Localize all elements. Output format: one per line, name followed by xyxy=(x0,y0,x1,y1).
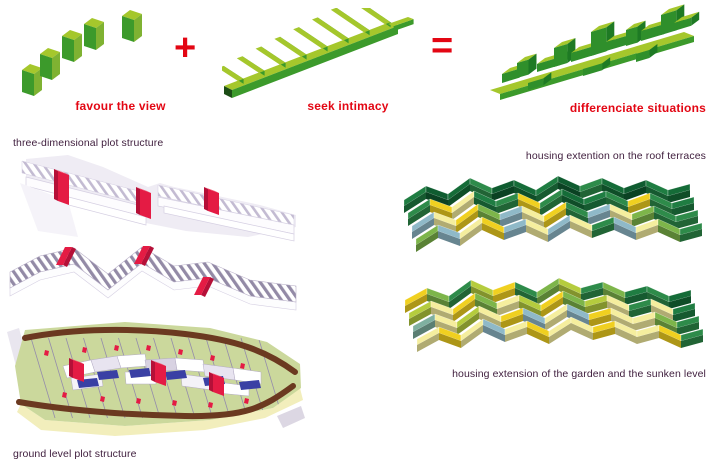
roof-terraces-label: housing extention on the roof terraces xyxy=(525,150,706,162)
yellow-fringe xyxy=(17,388,303,436)
path-strip-right xyxy=(277,406,305,428)
ground-level-plot-structure-label: ground level plot structure xyxy=(13,448,137,460)
differentiate-situations-diagram xyxy=(490,4,700,100)
buildings-and-markers xyxy=(44,345,262,408)
seek-intimacy-label: seek intimacy xyxy=(307,99,389,113)
lower-mass xyxy=(20,183,78,237)
plus-icon: + xyxy=(174,27,197,69)
road-lower xyxy=(16,383,296,420)
garden-sunken-level-label: housing extension of the garden and the … xyxy=(452,368,706,380)
garden-sunken-level-diagram xyxy=(404,277,704,352)
three-dimensional-plot-structure-diagram xyxy=(20,155,296,242)
red-cores xyxy=(56,246,214,297)
roof-terraces-diagram xyxy=(403,175,703,252)
terrace-band xyxy=(163,205,295,242)
ground-level-plot-structure-diagram xyxy=(7,322,305,436)
differentiate-situations-label: differenciate situations xyxy=(569,101,706,115)
roof-plan-axonometric-diagram xyxy=(9,246,297,311)
road-upper xyxy=(22,326,298,375)
favour-the-view-diagram xyxy=(22,10,142,96)
favour-the-view-label: favour the view xyxy=(75,99,166,113)
seek-intimacy-diagram xyxy=(222,8,414,98)
equals-icon: = xyxy=(431,25,454,67)
three-dimensional-plot-structure-label: three-dimensional plot structure xyxy=(13,137,164,149)
red-cores xyxy=(54,169,219,219)
striped-roof-band xyxy=(9,246,297,303)
